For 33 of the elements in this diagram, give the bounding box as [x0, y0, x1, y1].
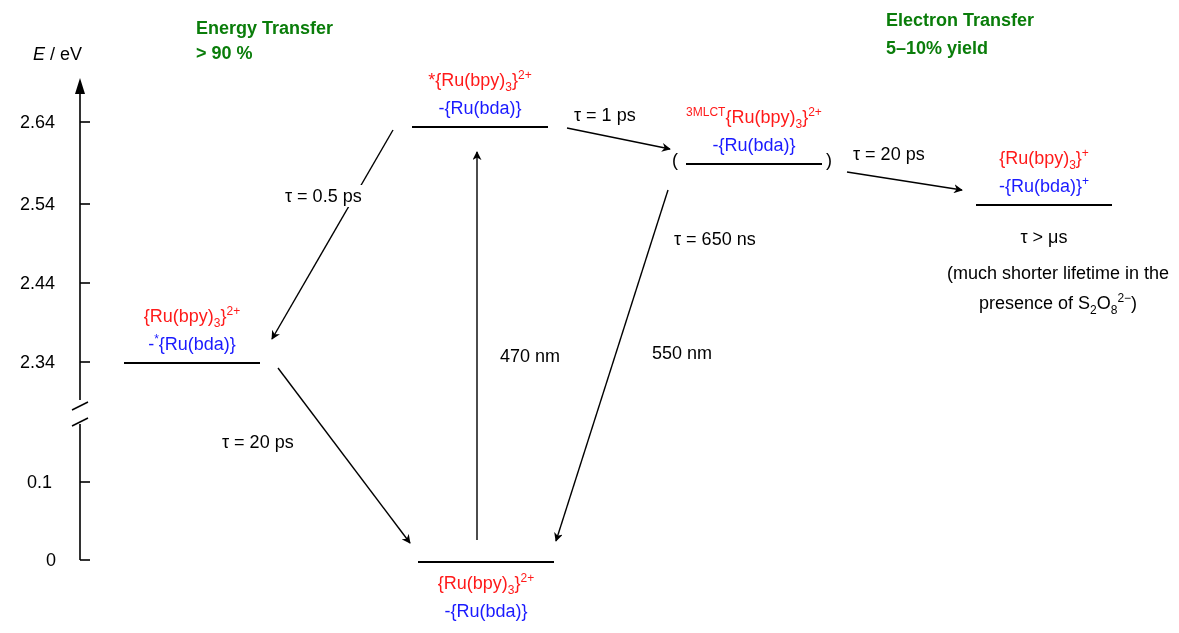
annotation: 5–10% yield — [886, 37, 989, 59]
arrow — [554, 189, 669, 542]
state-label: -$^{*}${Ru(bda)} — [148, 331, 236, 356]
tick-label: 2.64 — [20, 111, 56, 133]
paren: ) — [826, 149, 832, 171]
state-label: *{Ru(bpy)$_{3}$}$^{2+}$ — [428, 67, 532, 94]
annotation: Energy Transfer — [196, 17, 334, 39]
state-label: $^{3MLCT}${Ru(bpy)$_{3}$}$^{2+}$ — [686, 104, 822, 131]
tick-label: 0 — [46, 549, 56, 571]
arrow — [846, 171, 963, 194]
tick-label: 2.34 — [20, 351, 56, 373]
lifetime-label: τ > μs — [1020, 226, 1068, 248]
annotation: > 90 % — [196, 42, 253, 64]
axis-title: E / eV — [33, 43, 83, 65]
state-label: {Ru(bpy)$_{3}$}$^{+}$ — [999, 145, 1089, 172]
lifetime-note: (much shorter lifetime in the presence of S$_{2}$O$_{8}$$^{2−}$) — [945, 262, 1171, 318]
paren: ( — [672, 149, 678, 171]
state-label: {Ru(bpy)$_{3}$}$^{2+}$ — [437, 570, 535, 597]
arrow — [271, 129, 394, 340]
state-label: -{Ru(bda)} — [444, 600, 528, 623]
annotation: Electron Transfer — [886, 9, 1035, 31]
state-label: -{Ru(bda)}$^{+}$ — [998, 173, 1090, 198]
edge-label: τ = 0.5 ps — [285, 185, 362, 207]
tick-label: 2.54 — [20, 193, 56, 215]
state-label: -{Ru(bda)} — [712, 134, 796, 157]
tick-label: 0.1 — [27, 471, 53, 493]
state-label: {Ru(bpy)$_{3}$}$^{2+}$ — [143, 303, 241, 330]
arrow — [472, 151, 482, 541]
arrow — [566, 127, 671, 152]
state-label: -{Ru(bda)} — [438, 97, 522, 120]
arrow — [277, 367, 411, 544]
tick-label: 2.44 — [20, 272, 56, 294]
lifetime-label: τ = 650 ns — [674, 228, 756, 250]
